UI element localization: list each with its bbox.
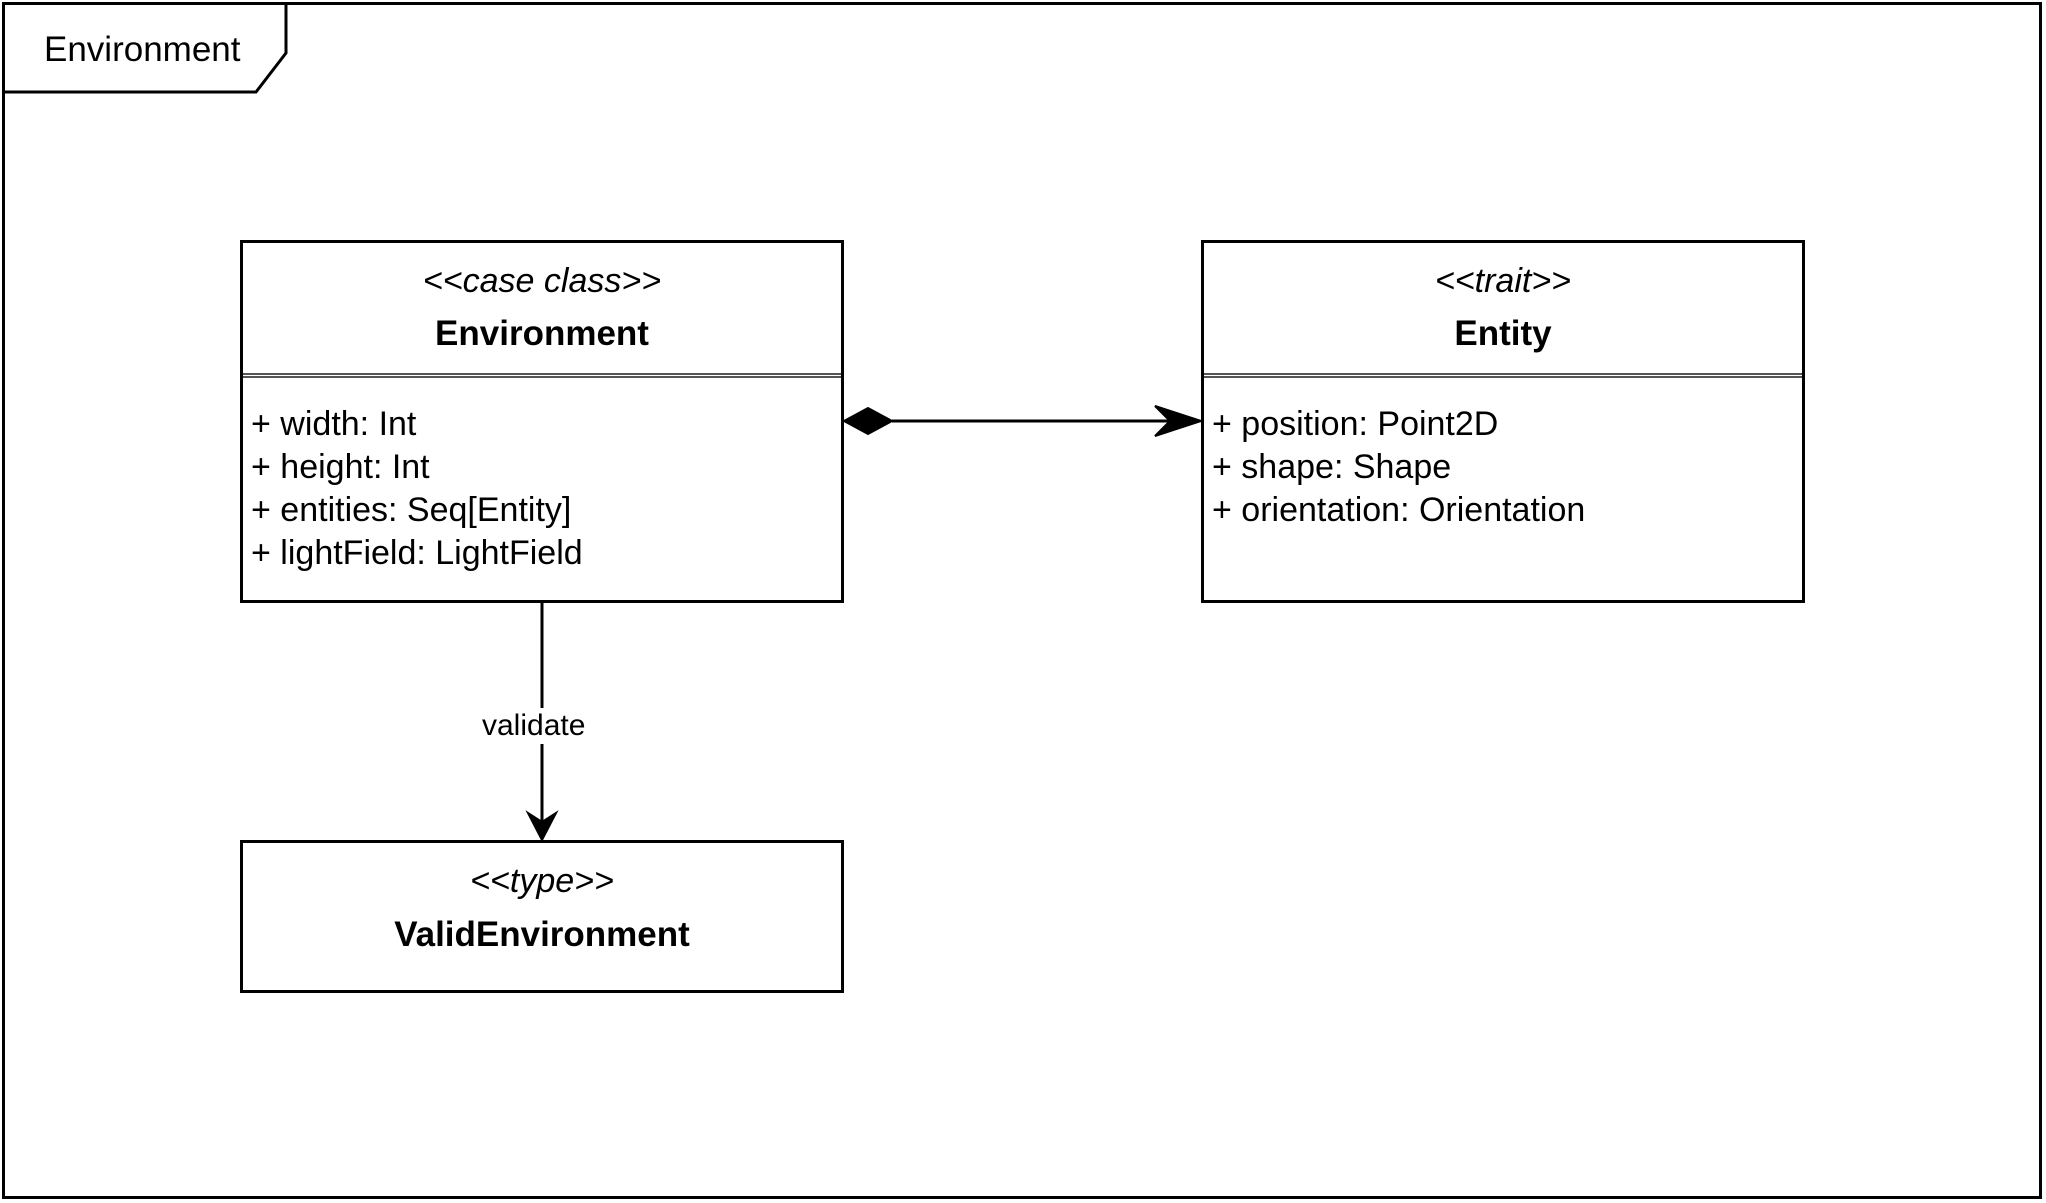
valid-environment-class-name: ValidEnvironment bbox=[394, 915, 690, 954]
entity-attributes: + position: Point2D + shape: Shape + ori… bbox=[1212, 403, 1798, 532]
environment-separator bbox=[243, 373, 841, 378]
validate-arrowhead bbox=[525, 810, 559, 843]
composition-edge[interactable] bbox=[841, 405, 1205, 437]
entity-separator bbox=[1204, 373, 1802, 378]
attribute-lightfield: + lightField: LightField bbox=[251, 534, 583, 572]
entity-class-name: Entity bbox=[1454, 314, 1552, 353]
class-entity[interactable]: <<trait>> Entity + position: Point2D + s… bbox=[1201, 240, 1805, 603]
attribute-shape: + shape: Shape bbox=[1212, 448, 1452, 486]
class-environment[interactable]: <<case class>> Environment + width: Int … bbox=[240, 240, 844, 603]
entity-stereotype: <<trait>> bbox=[1434, 262, 1572, 300]
valid-environment-stereotype: <<type>> bbox=[470, 862, 614, 900]
frame-title: Environment bbox=[44, 30, 241, 69]
environment-class-name: Environment bbox=[435, 314, 649, 353]
composition-arrowhead bbox=[1154, 405, 1205, 437]
attribute-height: + height: Int bbox=[251, 448, 430, 486]
validate-label: validate bbox=[478, 708, 590, 744]
composition-diamond bbox=[841, 406, 895, 436]
attribute-width: + width: Int bbox=[251, 405, 417, 443]
attribute-orientation: + orientation: Orientation bbox=[1212, 491, 1586, 529]
class-valid-environment[interactable]: <<type>> ValidEnvironment bbox=[240, 840, 844, 993]
attribute-entities: + entities: Seq[Entity] bbox=[251, 491, 572, 529]
attribute-position: + position: Point2D bbox=[1212, 405, 1499, 443]
environment-attributes: + width: Int + height: Int + entities: S… bbox=[251, 403, 837, 575]
environment-stereotype: <<case class>> bbox=[422, 262, 662, 300]
